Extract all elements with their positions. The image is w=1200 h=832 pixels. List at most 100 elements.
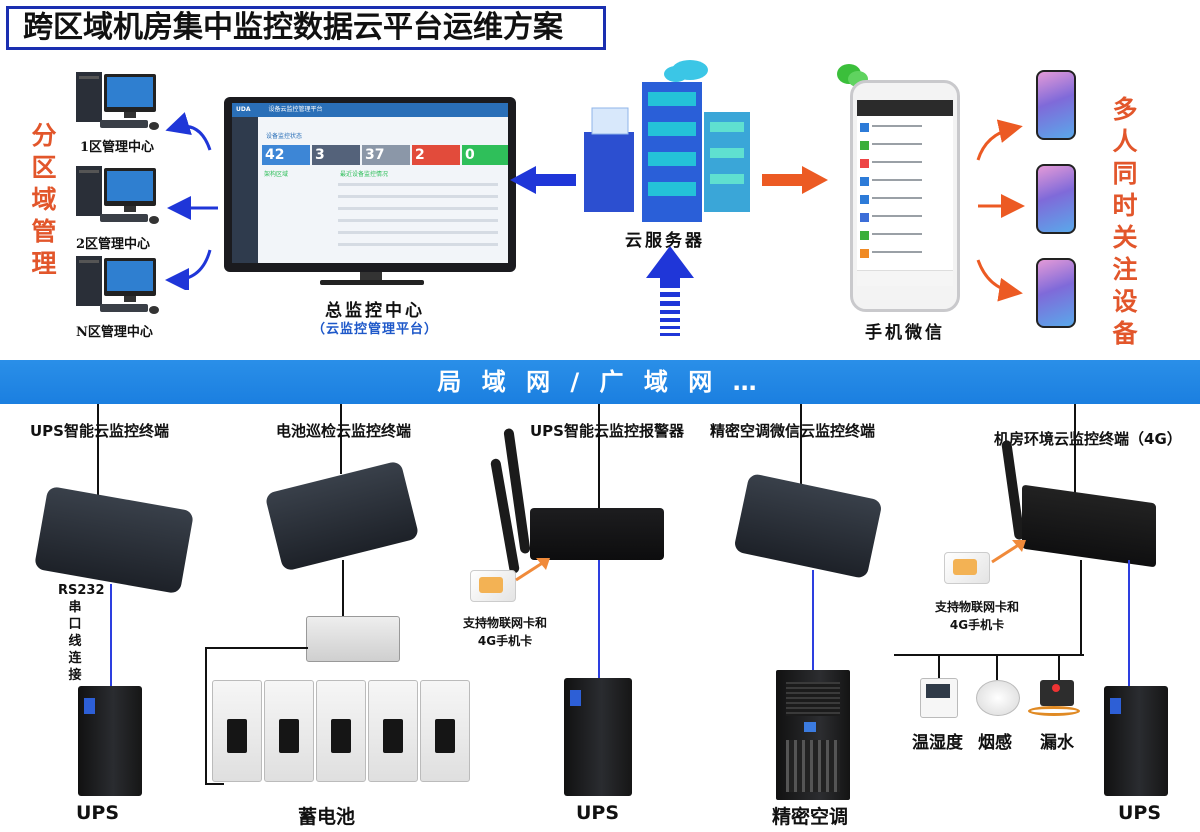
ac-label: 精密空调	[772, 806, 849, 828]
sensor-bus-line	[894, 654, 1084, 656]
ups-alarm-device	[530, 508, 664, 560]
screen-section-title: 设备监控状态	[266, 133, 303, 140]
status-tile-5-value: 0	[465, 147, 475, 163]
chat-row	[860, 212, 950, 223]
screen-sidebar	[232, 117, 258, 263]
wechat-header	[857, 100, 953, 116]
env-terminal-device	[1022, 484, 1156, 568]
temp-humidity-sensor-icon	[920, 678, 958, 718]
serial-link-line	[110, 584, 112, 686]
regional-arrows	[165, 112, 218, 290]
computer-icon-2	[76, 166, 159, 224]
phone-icon-3	[1036, 258, 1076, 328]
right-vertical-label: 多人同时关注设备	[1108, 94, 1142, 350]
main-center-sublabel: （云监控管理平台）	[311, 322, 438, 337]
ups-label-2: UPS	[576, 802, 620, 824]
status-tile-3-value: 37	[365, 147, 385, 163]
computer-icon-n	[76, 256, 159, 314]
rs232-label: RS232 串 口 线 连 接	[58, 582, 105, 684]
region-n-label: N区管理中心	[76, 325, 153, 340]
battery-cell	[212, 680, 262, 782]
connector-line	[1074, 404, 1076, 494]
status-tile-3: 37	[362, 145, 410, 165]
rs232-char: 串	[68, 600, 82, 615]
leak-cable-icon	[1028, 706, 1080, 716]
phone-icon-2	[1036, 164, 1076, 234]
rs232-char: 连	[68, 651, 82, 666]
screen-row	[338, 183, 498, 186]
battery-wiring	[205, 647, 308, 785]
wechat-tabbar	[857, 270, 953, 286]
phone-icon-1	[1036, 70, 1076, 140]
chat-row	[860, 140, 950, 151]
rs232-char: 口	[68, 617, 82, 632]
ups-device-2	[564, 678, 632, 796]
ups-terminal-device	[33, 485, 195, 595]
battery-label: 蓄电池	[298, 806, 356, 828]
status-tile-4-value: 2	[415, 147, 425, 163]
screen-row	[338, 231, 498, 234]
right-vertical-text: 多人同时关注设备	[1112, 95, 1138, 348]
link-line	[598, 560, 600, 680]
sim-arrow	[515, 558, 550, 582]
sim-card-icon	[944, 552, 990, 584]
water-leak-sensor-icon	[1040, 680, 1074, 706]
screen-row	[338, 219, 498, 222]
page-title: 跨区域机房集中监控数据云平台运维方案	[6, 6, 606, 50]
link-line	[1128, 560, 1130, 686]
device-4-title: 精密空调微信云监控终端	[710, 422, 876, 440]
ups-label-1: UPS	[76, 802, 120, 824]
network-band	[0, 360, 1200, 404]
status-tile-2: 3	[312, 145, 360, 165]
chat-row	[860, 122, 950, 133]
device-2-title: 电池巡检云监控终端	[276, 422, 412, 440]
device-3-title: UPS智能云监控报警器	[530, 422, 684, 440]
cloud-server-icon	[584, 60, 750, 222]
sim-arrow	[991, 540, 1026, 564]
phone-arrows	[976, 119, 1025, 302]
ups-device-3	[1104, 686, 1168, 796]
connector-line	[598, 404, 600, 508]
connector-line	[1080, 560, 1082, 656]
chat-row	[860, 230, 950, 241]
screen-row	[338, 207, 498, 210]
server-arrows	[510, 166, 828, 336]
battery-sensor-module	[306, 616, 400, 662]
sim-note-2: 支持物联网卡和 4G手机卡	[934, 600, 1019, 632]
chat-row	[860, 158, 950, 169]
network-label: 局 域 网 / 广 域 网 …	[437, 368, 763, 396]
status-tile-4: 2	[412, 145, 460, 165]
rs232-text: RS232	[58, 583, 105, 598]
screen-header-title: 设备云监控管理平台	[268, 106, 323, 113]
sensor-label-leak: 漏水	[1040, 733, 1074, 753]
sim-card-icon	[470, 570, 516, 602]
screen-list-label: 最近设备监控情况	[340, 171, 389, 178]
connector-line	[340, 404, 342, 474]
main-center-label: 总监控中心	[325, 301, 425, 321]
sim-note-1: 支持物联网卡和 4G手机卡	[462, 616, 547, 648]
status-tile-1: 42	[262, 145, 310, 165]
rs232-char: 线	[68, 634, 82, 649]
device-1-title: UPS智能云监控终端	[30, 422, 169, 440]
chat-row	[860, 194, 950, 205]
battery-cell	[316, 680, 366, 782]
mobile-label: 手机微信	[865, 323, 945, 343]
wechat-screen	[857, 100, 953, 286]
screen-tree-label: 架构区域	[264, 171, 289, 178]
link-line	[812, 570, 814, 670]
ups-device-1	[78, 686, 142, 796]
rs232-char: 接	[68, 668, 82, 683]
device-5-title: 机房环境云监控终端（4G）	[994, 430, 1182, 448]
chat-row	[860, 176, 950, 187]
connector-line	[1058, 656, 1060, 680]
battery-terminal-device	[264, 460, 420, 572]
battery-cell	[368, 680, 418, 782]
left-vertical-text: 分区域管理	[31, 121, 57, 278]
sensor-label-temp: 温湿度	[912, 733, 963, 753]
region-2-label: 2区管理中心	[76, 237, 151, 252]
connector-line	[800, 404, 802, 488]
status-tile-2-value: 3	[315, 147, 325, 163]
left-vertical-label: 分区域管理	[28, 120, 60, 280]
